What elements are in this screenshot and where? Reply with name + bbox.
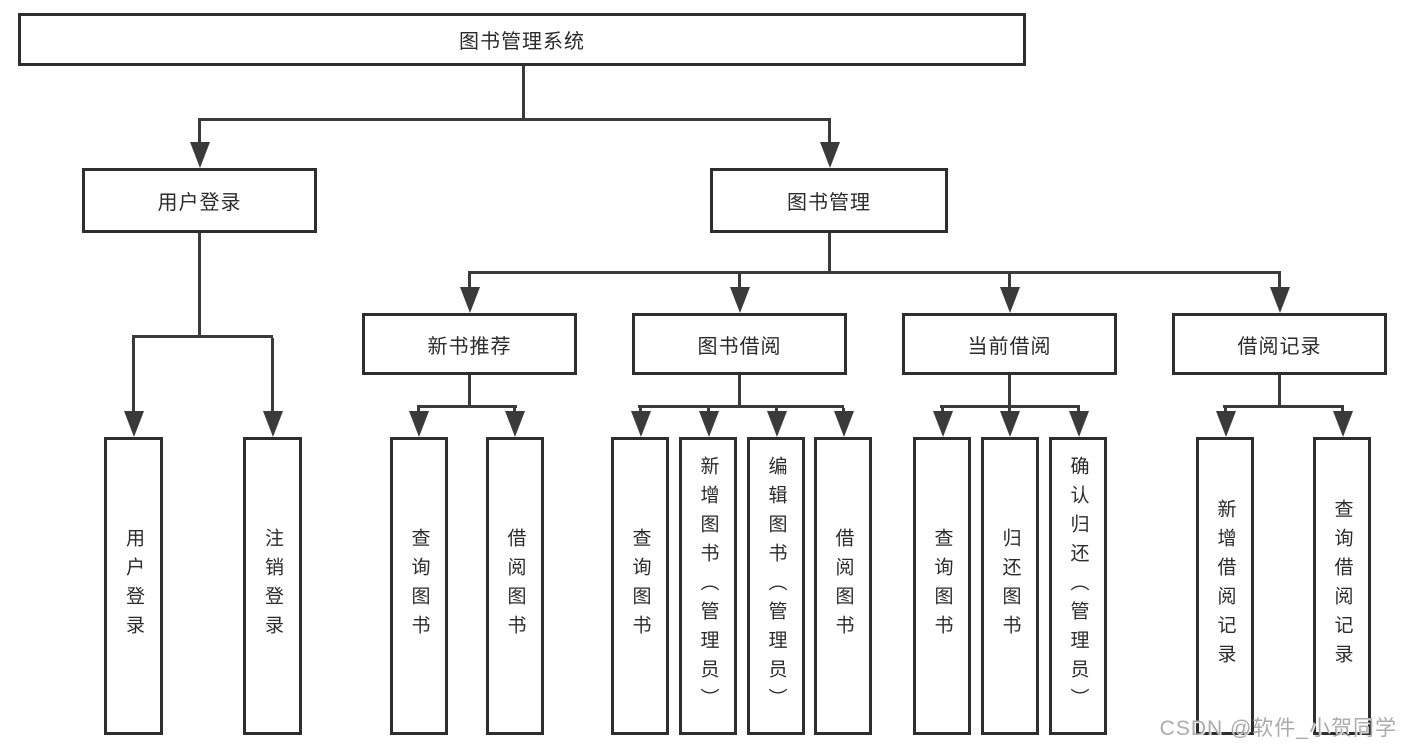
connector-user-login-vline — [198, 233, 201, 335]
arrow-to-add-book-admin — [707, 408, 710, 411]
leaf-borrow-books-borrowing: 借阅图书 — [814, 437, 872, 735]
connector-book-management-vline — [828, 233, 831, 271]
watermark-text: CSDN @软件_小贺同学 — [1159, 717, 1397, 740]
leaf-return-books: 归还图书 — [981, 437, 1039, 735]
node-user-login: 用户登录 — [82, 168, 317, 233]
leaf-query-books-borrowing: 查询图书 — [611, 437, 669, 735]
arrow-to-query-borrow-record — [1341, 408, 1344, 411]
leaf-add-book-admin: 新增图书（管理员） — [679, 437, 737, 735]
connector-user-login-hline — [132, 335, 273, 338]
connector-current-hline — [940, 405, 1080, 408]
connector-book-management-hline — [468, 271, 1281, 274]
connector-records-hline — [1223, 405, 1344, 408]
arrow-to-return-books — [1008, 408, 1011, 411]
leaf-add-borrow-record: 新增借阅记录 — [1196, 437, 1254, 735]
connector-recommendation-hline — [417, 405, 517, 408]
leaf-borrow-books-recommend: 借阅图书 — [486, 437, 544, 735]
connector-borrowing-vline — [738, 375, 741, 405]
arrow-to-edit-book-admin — [775, 408, 778, 411]
leaf-user-login: 用户登录 — [104, 437, 163, 735]
connector-current-vline — [1008, 375, 1011, 405]
node-current-borrowing: 当前借阅 — [902, 313, 1117, 375]
arrow-to-borrow-books-1 — [513, 408, 516, 411]
arrow-to-new-book-recommendation — [468, 274, 471, 287]
connector-root-vline — [522, 66, 525, 118]
arrow-to-leaf-user-login — [132, 338, 135, 411]
node-new-book-recommendation: 新书推荐 — [362, 313, 577, 375]
arrow-to-confirm-return-admin — [1077, 408, 1080, 411]
arrow-to-user-login — [198, 121, 201, 142]
connector-recommendation-vline — [468, 375, 471, 405]
arrow-to-current-borrowing — [1008, 274, 1011, 287]
node-book-management: 图书管理 — [710, 168, 948, 233]
connector-root-hline — [198, 118, 831, 121]
node-book-borrowing: 图书借阅 — [632, 313, 847, 375]
arrow-to-query-books-2 — [639, 408, 642, 411]
arrow-to-query-books-1 — [417, 408, 420, 411]
leaf-query-borrow-record: 查询借阅记录 — [1313, 437, 1371, 735]
connector-records-vline — [1278, 375, 1281, 405]
connector-borrowing-hline — [638, 405, 844, 408]
leaf-query-books-current: 查询图书 — [913, 437, 971, 735]
arrow-to-add-borrow-record — [1224, 408, 1227, 411]
arrow-to-leaf-logout — [271, 338, 274, 411]
leaf-confirm-return-admin: 确认归还（管理员） — [1049, 437, 1107, 735]
leaf-logout: 注销登录 — [243, 437, 302, 735]
leaf-query-books-recommend: 查询图书 — [390, 437, 448, 735]
node-library-management-system: 图书管理系统 — [18, 13, 1026, 66]
arrow-to-borrow-books-2 — [842, 408, 845, 411]
node-borrowing-records: 借阅记录 — [1172, 313, 1387, 375]
arrow-to-borrowing-records — [1278, 274, 1281, 287]
arrow-to-query-books-3 — [941, 408, 944, 411]
arrow-to-book-borrowing — [738, 274, 741, 287]
arrow-to-book-management — [828, 121, 831, 142]
leaf-edit-book-admin: 编辑图书（管理员） — [747, 437, 805, 735]
